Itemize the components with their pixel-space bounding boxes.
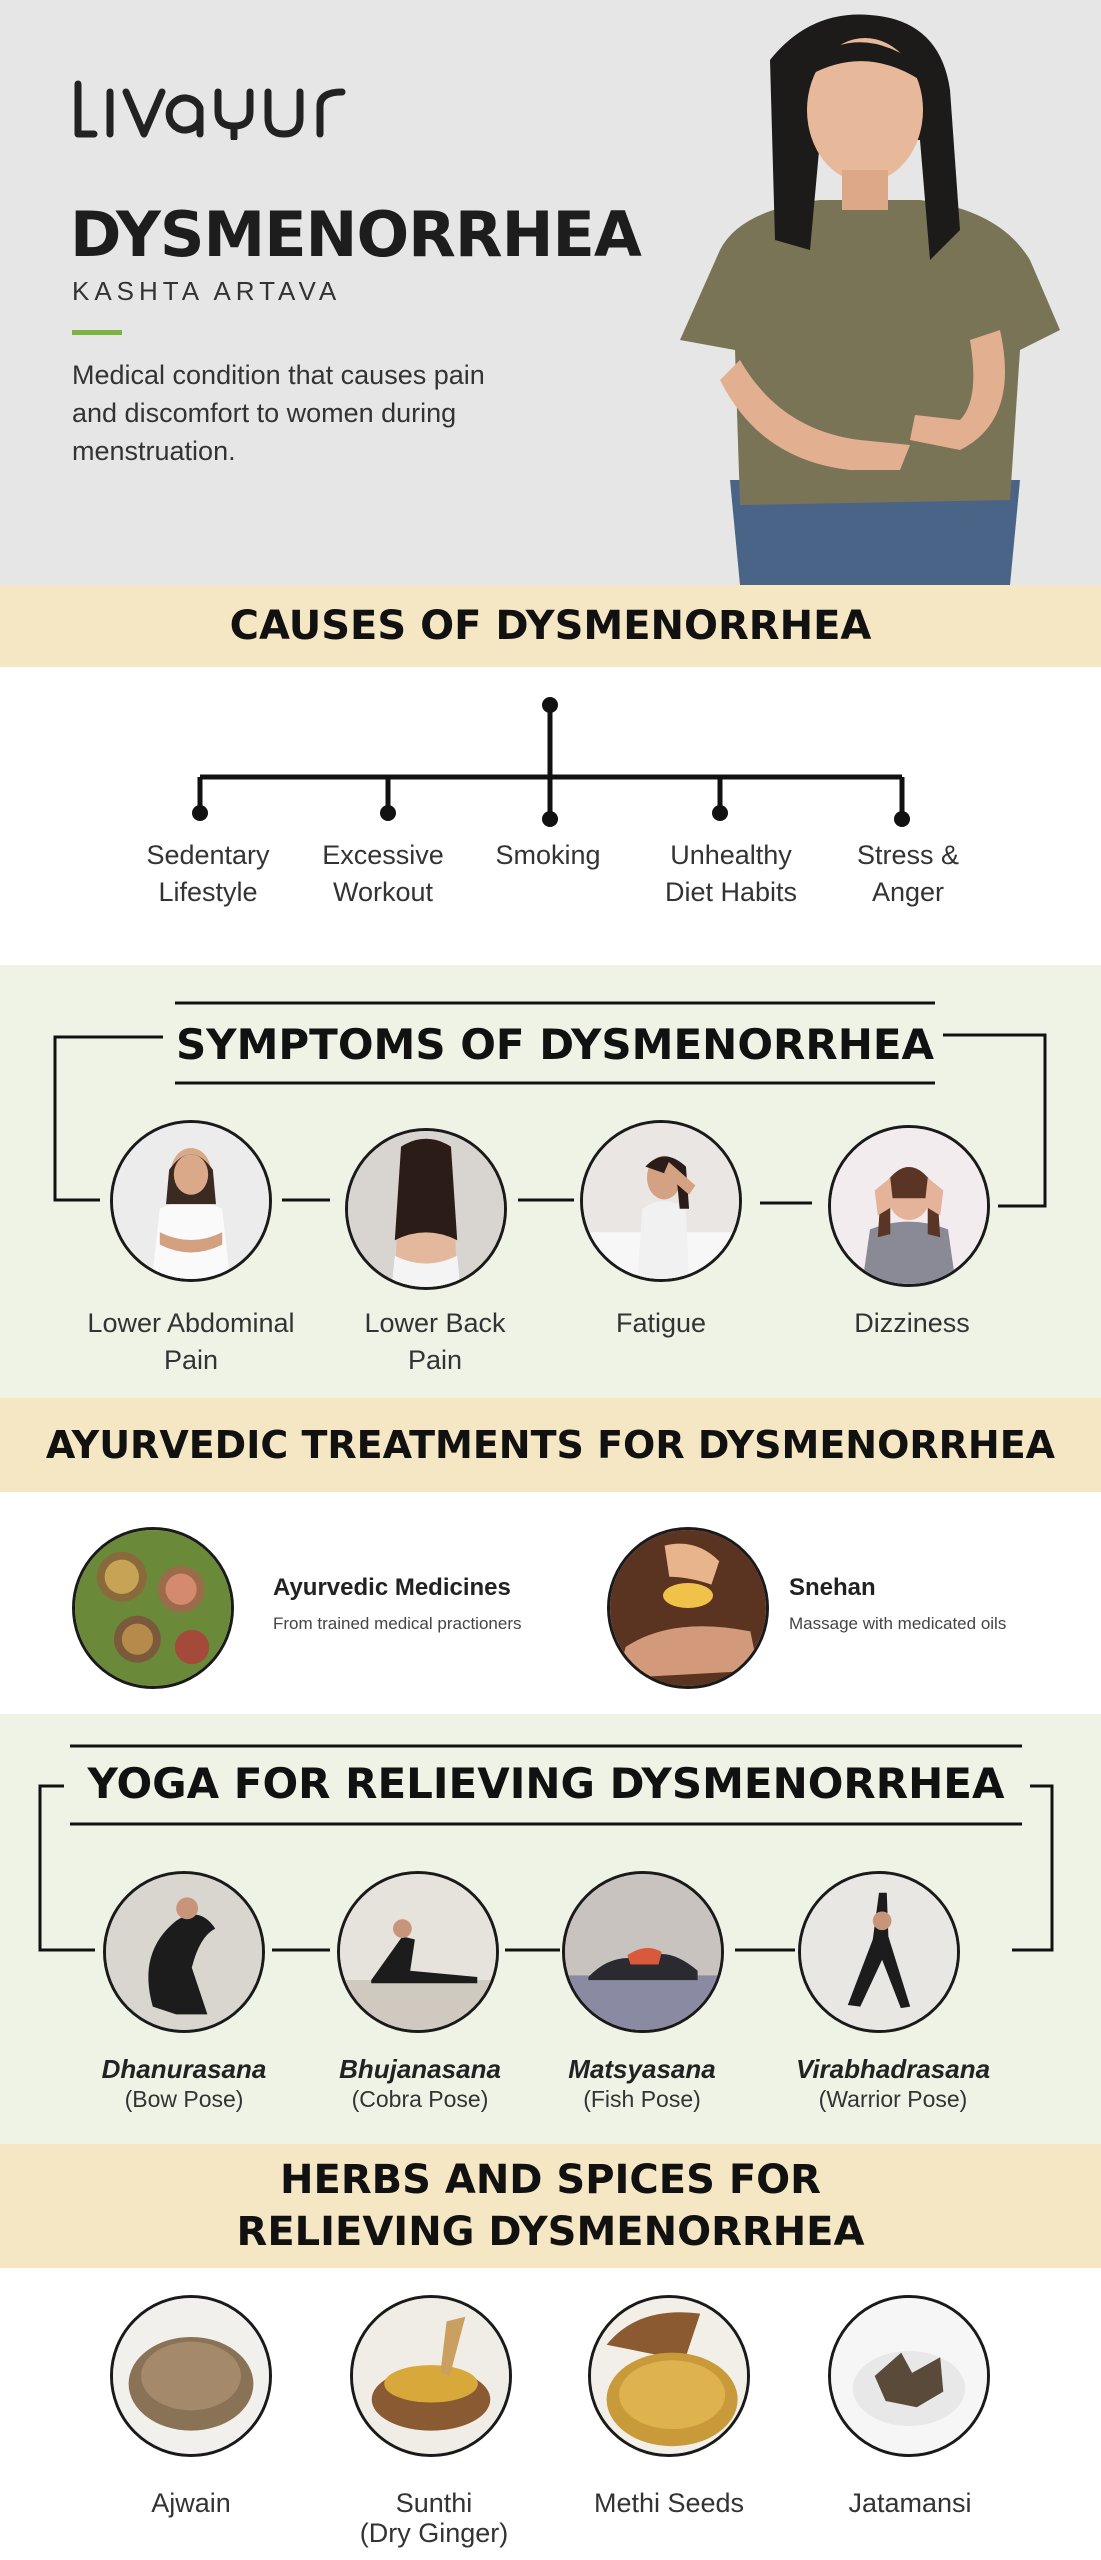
yoga-dhanurasana-pose: (Bow Pose) — [124, 2086, 244, 2112]
herb-ajwain-image — [110, 2295, 272, 2457]
yoga-bhujanasana-image — [337, 1871, 499, 2033]
yoga-matsyasana-pose: (Fish Pose) — [583, 2086, 701, 2112]
treatments-title: AYURVEDIC TREATMENTS FOR DYSMENORRHEA — [45, 1423, 1056, 1467]
yoga-bhujanasana-pose: (Cobra Pose) — [351, 2086, 489, 2112]
causes-banner: CAUSES OF DYSMENORRHEA — [0, 585, 1101, 667]
symptoms-title: SYMPTOMS OF DYSMENORRHEA — [175, 1020, 935, 1069]
yoga-virabhadrasana-pose: (Warrior Pose) — [818, 2086, 968, 2112]
yoga-bhujanasana-name: Bhujanasana — [339, 2054, 501, 2084]
herbs-banner: HERBS AND SPICES FOR RELIEVING DYSMENORR… — [0, 2144, 1101, 2268]
treatment-snehan-desc: Massage with medicated oils — [789, 1614, 1007, 1633]
symptom-dizziness-image — [828, 1125, 990, 1287]
accent-divider — [72, 330, 122, 335]
herb-methi-seeds-label: Methi Seeds — [593, 2488, 745, 2518]
page-title: DYSMENORRHEA — [70, 198, 642, 271]
livayur-logo — [72, 78, 362, 156]
hero-section: DYSMENORRHEA KASHTA ARTAVA Medical condi… — [0, 0, 1101, 585]
logo-icon — [74, 80, 346, 142]
herbs-title: HERBS AND SPICES FOR RELIEVING DYSMENORR… — [236, 2157, 865, 2255]
symptoms-section: SYMPTOMS OF DYSMENORRHEA Lower Abdominal… — [0, 965, 1101, 1398]
yoga-frame-lines — [38, 1744, 1054, 1952]
herb-jatamansi-label: Jatamansi — [848, 2488, 972, 2518]
woman-holding-stomach-image — [660, 0, 1080, 585]
symptom-dizziness-label: Dizziness — [854, 1308, 970, 1338]
herb-sunthi-label: Sunthi(Dry Ginger) — [359, 2488, 509, 2548]
treatment-medicines-title: Ayurvedic Medicines — [273, 1574, 511, 1601]
treatments-banner: AYURVEDIC TREATMENTS FOR DYSMENORRHEA — [0, 1398, 1101, 1492]
herb-ajwain-label: Ajwain — [151, 2488, 231, 2518]
symptom-fatigue-label: Fatigue — [615, 1308, 707, 1338]
page-description: Medical condition that causes pain and d… — [72, 360, 485, 466]
yoga-section: YOGA FOR RELIEVING DYSMENORRHEA Dhanuras… — [0, 1714, 1101, 2144]
herb-jatamansi-image — [828, 2295, 990, 2457]
yoga-virabhadrasana-image — [798, 1871, 960, 2033]
causes-title: CAUSES OF DYSMENORRHEA — [229, 603, 872, 649]
yoga-dhanurasana-image — [103, 1871, 265, 2033]
symptom-fatigue-image — [580, 1120, 742, 1282]
treatment-medicines-desc: From trained medical practioners — [273, 1614, 522, 1633]
herb-methi-seeds-image — [588, 2295, 750, 2457]
snehan-massage-image — [607, 1527, 769, 1689]
treatment-snehan-title: Snehan — [789, 1574, 876, 1601]
herb-sunthi-image — [350, 2295, 512, 2457]
symptom-abdominal-pain-image — [110, 1120, 272, 1282]
yoga-title: YOGA FOR RELIEVING DYSMENORRHEA — [87, 1759, 1005, 1808]
cause-smoking: Smoking — [495, 840, 601, 870]
cause-stress-anger: Stress &Anger — [856, 840, 960, 907]
yoga-matsyasana-name: Matsyasana — [568, 2054, 716, 2084]
yoga-dhanurasana-name: Dhanurasana — [101, 2054, 267, 2084]
symptom-back-pain-image — [345, 1128, 507, 1290]
herbs-section: Ajwain Sunthi(Dry Ginger) Methi Seeds Ja… — [0, 2268, 1101, 2560]
causes-tree-diagram — [192, 697, 910, 827]
yoga-matsyasana-image — [562, 1871, 724, 2033]
treatments-section: Ayurvedic Medicines From trained medical… — [0, 1492, 1101, 1714]
symptoms-frame-lines — [53, 1001, 1047, 1208]
yoga-virabhadrasana-name: Virabhadrasana — [795, 2054, 991, 2084]
page-subtitle: KASHTA ARTAVA — [72, 276, 342, 306]
ayurvedic-medicines-image — [72, 1527, 234, 1689]
